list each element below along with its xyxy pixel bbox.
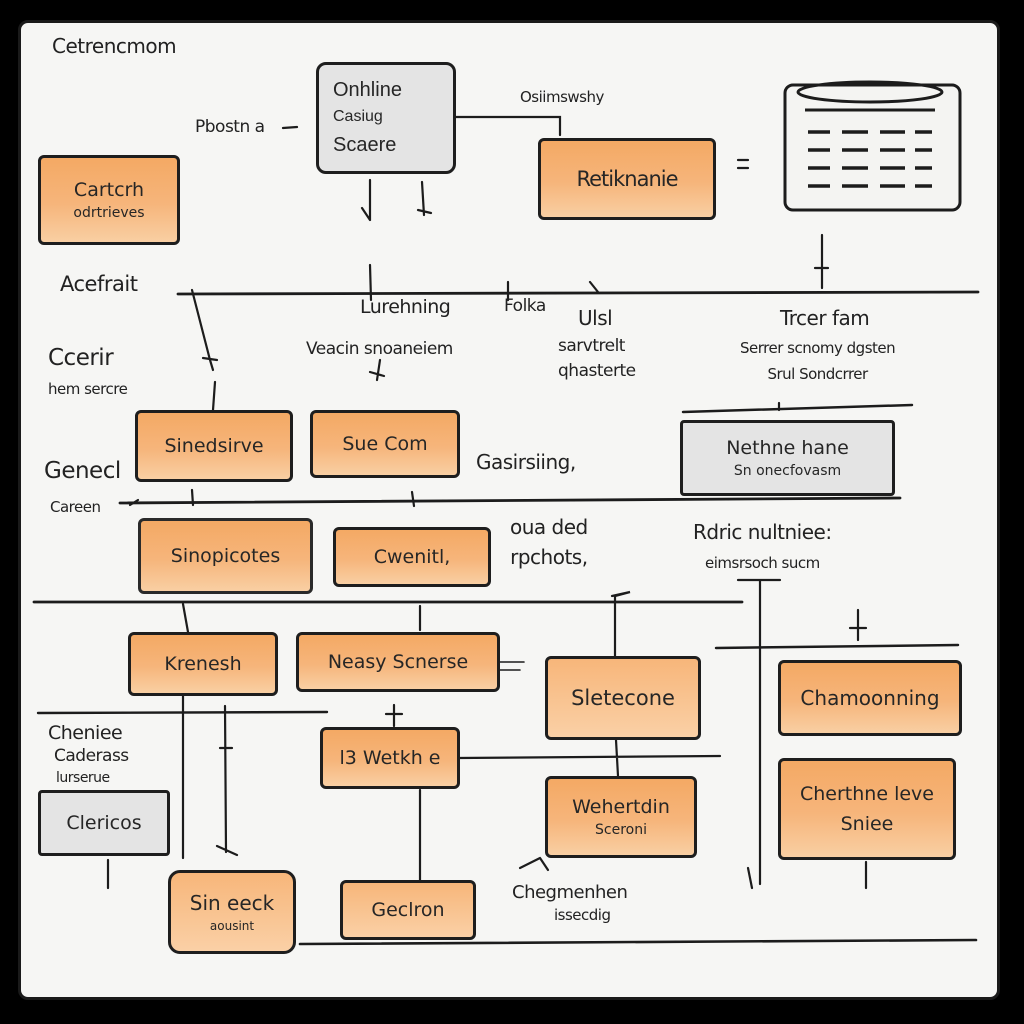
sin-eeck-box[interactable]: Sin eeck aousint: [168, 870, 296, 954]
sinedsirve-label: Sinedsirve: [164, 435, 264, 457]
cwenitl-label: Cwenitl,: [373, 546, 451, 568]
left-stack-title: Ccerir: [48, 345, 114, 371]
chamoonning-label: Chamoonning: [800, 686, 940, 710]
wehertdin-box[interactable]: Wehertdin Sceroni: [545, 776, 697, 858]
online-box-line-1: Onhline: [333, 79, 402, 101]
itwetkh-label: l3 Wetkh e: [339, 747, 441, 769]
top-arrow-label: Osiimswshy: [520, 88, 604, 106]
geclron-label: Geclron: [371, 899, 445, 921]
sinopicotes-label: Sinopicotes: [170, 545, 281, 567]
row3-right-sub: eimsrsoch sucm: [705, 554, 820, 572]
bus1-sub-label-3: Serrer scnomy dgsten Srul Sondcrrer: [740, 339, 896, 383]
bus1-col-label-3: Ulsl: [578, 306, 613, 330]
chethne-title: Cherthne leve: [800, 783, 934, 805]
lower-left-note-3: lurserue: [56, 770, 110, 786]
cartch-box[interactable]: Cartcrh odrtrieves: [38, 155, 180, 245]
chethne-sub: Sniee: [840, 813, 894, 835]
itwetkh-box[interactable]: l3 Wetkh e: [320, 727, 460, 789]
database-icon: [783, 80, 962, 212]
clericos-box[interactable]: Clericos: [38, 790, 170, 856]
row2-side-label: Gasirsiing,: [476, 450, 576, 474]
sue-com-box[interactable]: Sue Com: [310, 410, 460, 478]
cartch-box-sub: odrtrieves: [73, 205, 145, 221]
bus1-col-label-2: Folka: [504, 296, 546, 316]
nethne-hane-box[interactable]: Nethne hane Sn onecfovasm: [680, 420, 895, 496]
top-left-label: Pbostn a: [195, 117, 265, 137]
neasy-scnerse-box[interactable]: Neasy Scnerse: [296, 632, 500, 692]
bus1-sub-label-1: Veacin snoaneiem: [306, 339, 453, 359]
sin-eeck-title: Sin eeck: [189, 891, 275, 915]
row3-right-label: Rdric nultniee:: [693, 520, 832, 544]
row3-mid-label: oua ded rpchots,: [510, 515, 588, 569]
neasy-scnerse-label: Neasy Scnerse: [327, 651, 469, 673]
chamoonning-box[interactable]: Chamoonning: [778, 660, 962, 736]
krenesh-label: Krenesh: [164, 653, 242, 675]
sin-eeck-sub: aousint: [209, 919, 255, 933]
sinopicotes-box[interactable]: Sinopicotes: [138, 518, 313, 594]
bus1-col-label-1: Lurehning: [360, 296, 451, 318]
bus1-sub-label-2: sarvtrelt qhasterte: [558, 336, 636, 381]
bus1-col-label-4: Trcer fam: [780, 306, 870, 330]
bus1-left-label: Acefrait: [60, 272, 138, 296]
retirement-box-label: Retiknanie: [576, 167, 678, 191]
cwenitl-box[interactable]: Cwenitl,: [333, 527, 491, 587]
geclron-box[interactable]: Geclron: [340, 880, 476, 940]
chegmenhen-label: Chegmenhen: [512, 882, 628, 903]
nethne-hane-sub: Sn onecfovasm: [733, 463, 842, 479]
wehertdin-sub: Sceroni: [595, 822, 647, 838]
online-box-line-3: Scaere: [333, 134, 397, 156]
lower-left-note-2: Caderass: [54, 746, 129, 766]
left-stack-careen: Careen: [50, 498, 101, 516]
cartch-box-title: Cartcrh: [73, 179, 145, 201]
sletecone-label: Sletecone: [571, 686, 675, 710]
nethne-hane-title: Nethne hane: [726, 437, 849, 459]
krenesh-box[interactable]: Krenesh: [128, 632, 278, 696]
corner-title: Cetrencmom: [52, 34, 177, 58]
chegmenhen-sub: issecdig: [554, 906, 611, 924]
lower-left-note-1: Cheniee: [48, 722, 123, 744]
clericos-label: Clericos: [66, 812, 142, 834]
chethne-box[interactable]: Cherthne leve Sniee: [778, 758, 956, 860]
online-box-line-2: Casiug: [333, 108, 383, 125]
retirement-box[interactable]: Retiknanie: [538, 138, 716, 220]
sue-com-label: Sue Com: [342, 433, 428, 455]
sletecone-box[interactable]: Sletecone: [545, 656, 701, 740]
online-caching-box[interactable]: Onhline Casiug Scaere: [316, 62, 456, 174]
wehertdin-title: Wehertdin: [572, 796, 670, 818]
sinedsirve-box[interactable]: Sinedsirve: [135, 410, 293, 482]
left-stack-general: Genecl: [44, 458, 121, 484]
left-stack-sub: hem sercre: [48, 380, 128, 398]
